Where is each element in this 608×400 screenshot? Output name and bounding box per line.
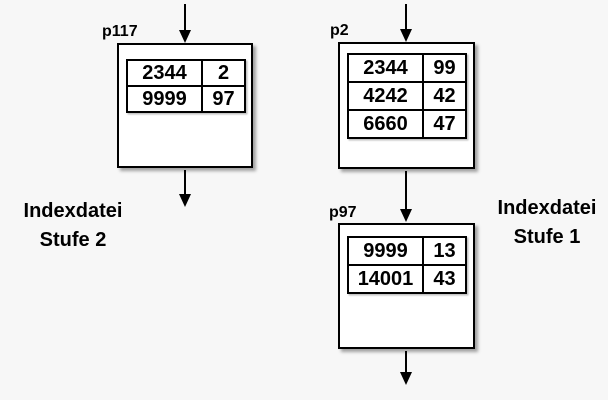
table-cell-key: 4242 — [347, 81, 424, 111]
caption-level1: Indexdatei Stufe 1 — [487, 194, 607, 252]
table-cell-pointer: 47 — [422, 109, 467, 139]
table-cell-key: 9999 — [347, 236, 424, 266]
caption-level2: Indexdatei Stufe 2 — [13, 197, 133, 255]
caption-level2-line2: Stufe 2 — [39, 229, 107, 251]
caption-level2-line1: Indexdatei — [23, 200, 123, 222]
table-row: 2344 2 — [126, 59, 246, 87]
table-cell-pointer: 43 — [422, 264, 467, 294]
table-cell-key: 6660 — [347, 109, 424, 139]
arrow-into-p2-line — [405, 4, 407, 29]
table-cell-key: 14001 — [347, 264, 424, 294]
table-cell-pointer: 97 — [201, 85, 246, 113]
arrow-into-p117-line — [184, 4, 186, 30]
table-row: 2344 99 — [347, 53, 467, 83]
table-cell-pointer: 2 — [201, 59, 246, 87]
arrow-out-of-p117-head — [179, 194, 191, 207]
table-row: 14001 43 — [347, 264, 467, 294]
node-label-p117: p117 — [102, 23, 138, 40]
arrow-into-p117-head — [179, 30, 191, 43]
node-table-p2: 2344 99 4242 42 6660 47 — [347, 53, 467, 139]
table-row: 4242 42 — [347, 81, 467, 111]
node-table-p97: 9999 13 14001 43 — [347, 236, 467, 294]
arrow-p2-to-p97-head — [400, 209, 412, 222]
table-cell-pointer: 99 — [422, 53, 467, 83]
caption-level1-line1: Indexdatei — [497, 197, 597, 219]
arrow-out-of-p117-line — [184, 170, 186, 194]
arrow-out-of-p97-head — [400, 372, 412, 385]
table-cell-key: 2344 — [347, 53, 424, 83]
node-table-p117: 2344 2 9999 97 — [126, 59, 246, 113]
node-label-p2: p2 — [330, 22, 349, 39]
arrow-p2-to-p97-line — [405, 171, 407, 209]
table-cell-key: 9999 — [126, 85, 203, 113]
table-row: 9999 97 — [126, 85, 246, 113]
table-cell-pointer: 42 — [422, 81, 467, 111]
table-cell-key: 2344 — [126, 59, 203, 87]
arrow-out-of-p97-line — [405, 351, 407, 372]
table-cell-pointer: 13 — [422, 236, 467, 266]
table-row: 6660 47 — [347, 109, 467, 139]
arrow-into-p2-head — [400, 29, 412, 42]
caption-level1-line2: Stufe 1 — [513, 226, 581, 248]
node-label-p97: p97 — [329, 204, 357, 221]
table-row: 9999 13 — [347, 236, 467, 266]
